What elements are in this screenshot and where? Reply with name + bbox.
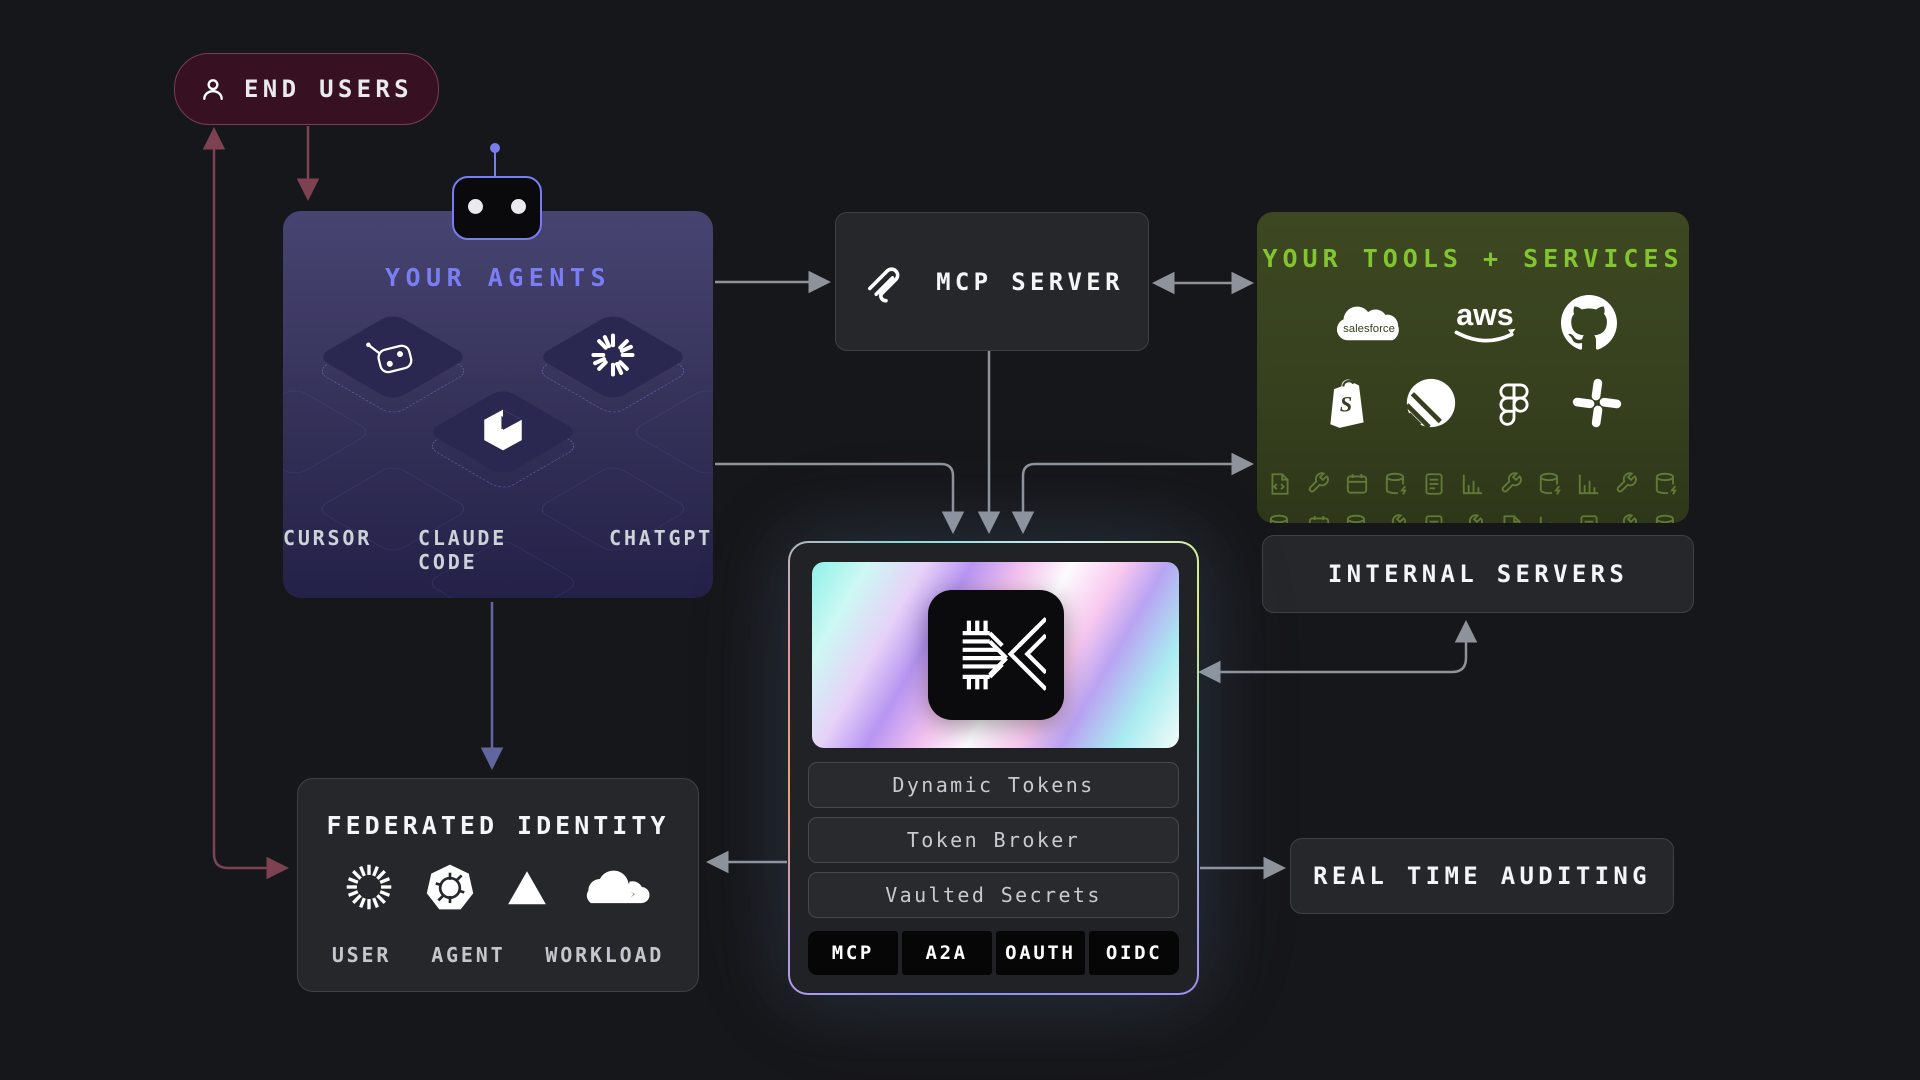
figma-logo-icon — [1491, 377, 1537, 429]
github-logo-icon — [1561, 295, 1617, 351]
badge-label: MCP — [831, 942, 875, 964]
database-icon — [1267, 513, 1293, 523]
document-icon — [1421, 513, 1447, 523]
arrow-tools-keycard-bidir — [1011, 452, 1254, 534]
wrench-icon — [1383, 513, 1409, 523]
agent-label-chatgpt: CHATGPT — [609, 526, 713, 550]
code-file-icon — [1267, 471, 1293, 497]
federated-identity-node: FEDERATED IDENTITY USER AGENT WORKLOAD — [297, 778, 699, 992]
bg-diamond — [283, 386, 373, 478]
mcp-icon — [860, 256, 912, 308]
tools-title: YOUR TOOLS + SERVICES — [1262, 244, 1684, 273]
document-icon — [1576, 513, 1602, 523]
identity-labels-row: USER AGENT WORKLOAD — [298, 943, 698, 967]
tools-icon-strip-row1 — [1267, 471, 1679, 497]
wrench-icon — [1306, 471, 1332, 497]
linear-logo-icon — [1405, 377, 1457, 429]
wrench-icon — [1614, 471, 1640, 497]
tools-logo-row-2 — [1257, 376, 1689, 430]
protocol-badges: MCP A2A OAUTH OIDC — [808, 931, 1179, 975]
aws-logo-icon — [1447, 298, 1523, 348]
badge-oauth: OAUTH — [995, 931, 1086, 975]
badge-label: OAUTH — [1005, 942, 1076, 964]
database-icon — [1383, 471, 1409, 497]
robot-icon — [452, 176, 542, 240]
internal-servers-node: INTERNAL SERVERS — [1262, 535, 1694, 613]
feature-vaulted-secrets: Vaulted Secrets — [808, 872, 1179, 918]
badge-a2a: A2A — [901, 931, 992, 975]
keycard-holo-panel — [812, 562, 1179, 748]
arrow-keycard-internal-bidir — [1198, 620, 1478, 684]
real-time-auditing-node: REAL TIME AUDITING — [1290, 838, 1674, 914]
code-file-icon — [1499, 513, 1525, 523]
wrench-icon — [1460, 513, 1486, 523]
keycard-body: Dynamic Tokens Token Broker Vaulted Secr… — [790, 543, 1197, 993]
database-icon — [1653, 471, 1679, 497]
arrow-agents-to-keycard — [715, 462, 965, 534]
bar-chart-icon — [1460, 471, 1486, 497]
feature-token-broker: Token Broker — [808, 817, 1179, 863]
wrench-icon — [1614, 513, 1640, 523]
badge-label: OIDC — [1105, 942, 1163, 964]
bg-diamond — [629, 386, 713, 478]
bar-chart-icon — [1537, 513, 1563, 523]
badge-mcp: MCP — [808, 931, 898, 975]
identity-label-agent: AGENT — [431, 943, 506, 967]
robot-antenna — [494, 152, 496, 178]
your-agents-title: YOUR AGENTS — [384, 263, 612, 292]
agent-label-claude-code: CLAUDE CODE — [418, 526, 508, 574]
feature-label: Dynamic Tokens — [892, 773, 1095, 797]
mcp-server-node: MCP SERVER — [835, 212, 1149, 351]
tools-icon-strip-row2 — [1267, 513, 1679, 523]
keycard-k-icon — [927, 590, 1064, 720]
badge-oidc: OIDC — [1089, 931, 1179, 975]
identity-label-user: USER — [331, 943, 392, 967]
document-icon — [1421, 471, 1447, 497]
badge-label: A2A — [925, 942, 968, 964]
bar-chart-icon — [1576, 471, 1602, 497]
claude-starburst-icon — [587, 329, 639, 381]
cloudflare-logo-icon — [579, 862, 653, 912]
feature-label: Vaulted Secrets — [885, 883, 1102, 907]
end-users-label: END USERS — [244, 75, 413, 103]
identity-label-workload: WORKLOAD — [545, 943, 665, 967]
kubernetes-logo-icon — [425, 862, 475, 912]
database-icon — [1344, 513, 1370, 523]
database-icon — [1537, 471, 1563, 497]
shopify-logo-icon — [1323, 376, 1371, 430]
internal-servers-label: INTERNAL SERVERS — [1327, 560, 1629, 588]
vercel-logo-icon — [505, 865, 549, 909]
federated-identity-title: FEDERATED IDENTITY — [326, 811, 670, 840]
end-users-node: END USERS — [174, 53, 439, 125]
agent-device-icon — [365, 327, 421, 383]
robot-eye — [511, 199, 526, 214]
arrow-federated-endusers-loop — [202, 127, 289, 880]
calendar-icon — [1344, 471, 1370, 497]
identity-provider-icons — [298, 861, 698, 913]
robot-eye — [468, 199, 483, 214]
cursor-cube-icon — [478, 405, 528, 455]
salesforce-logo-icon — [1329, 294, 1409, 352]
keycard-node: Dynamic Tokens Token Broker Vaulted Secr… — [788, 541, 1199, 995]
robot-antenna-dot — [490, 143, 500, 153]
real-time-auditing-label: REAL TIME AUDITING — [1313, 862, 1651, 890]
mcp-server-label: MCP SERVER — [936, 267, 1124, 296]
tools-logo-row-1 — [1257, 294, 1689, 352]
feature-label: Token Broker — [906, 828, 1081, 852]
your-tools-services-node: YOUR TOOLS + SERVICES — [1257, 212, 1689, 523]
agent-label-cursor: CURSOR — [283, 526, 373, 550]
person-icon — [200, 76, 226, 102]
okta-logo-icon — [343, 861, 395, 913]
your-agents-node: YOUR AGENTS CURSOR CLAUDE CODE CHATGPT — [283, 211, 713, 598]
slack-logo-icon — [1571, 377, 1623, 429]
database-icon — [1653, 513, 1679, 523]
agents-labels-row: CURSOR CLAUDE CODE CHATGPT — [283, 526, 713, 574]
feature-dynamic-tokens: Dynamic Tokens — [808, 762, 1179, 808]
calendar-icon — [1306, 513, 1332, 523]
wrench-icon — [1499, 471, 1525, 497]
